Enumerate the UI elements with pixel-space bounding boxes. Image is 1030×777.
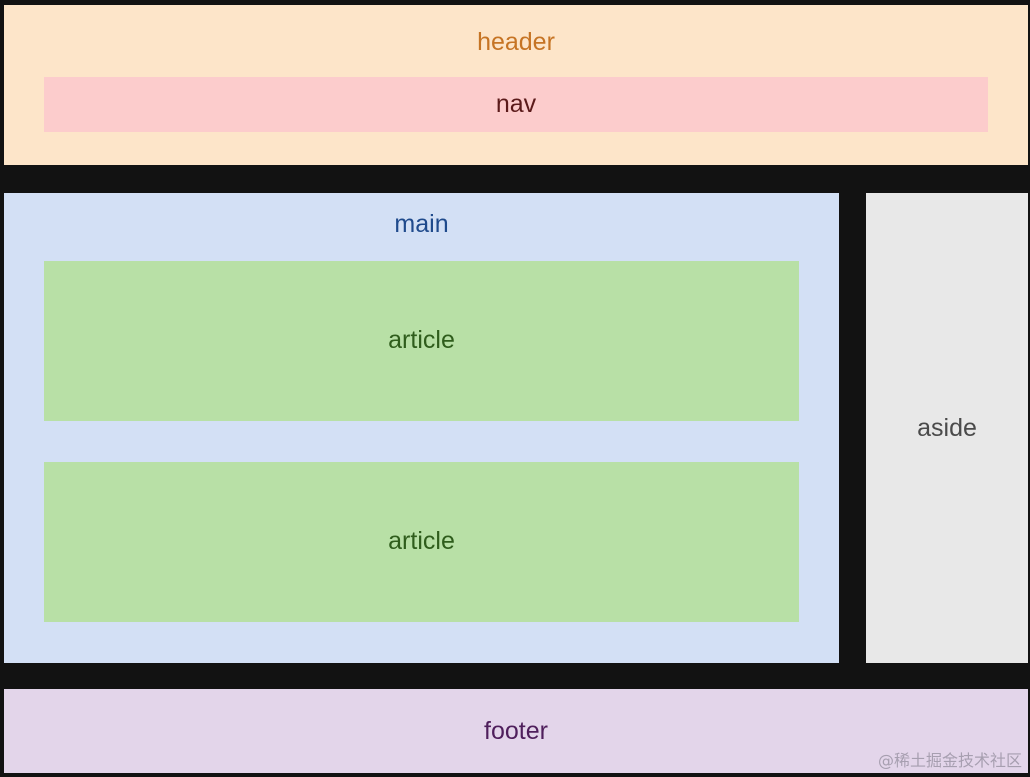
- aside-label: aside: [917, 414, 977, 442]
- article-label-1: article: [388, 326, 455, 354]
- nav-label: nav: [495, 90, 537, 118]
- header-label: header: [477, 28, 555, 56]
- article-label-2: article: [388, 527, 455, 555]
- aside-region: aside: [866, 193, 1028, 663]
- footer-region: footer: [4, 689, 1028, 773]
- article-region-1: article: [44, 261, 799, 421]
- nav-region: nav: [44, 77, 988, 132]
- article-region-2: article: [44, 462, 799, 622]
- main-label: main: [394, 210, 449, 238]
- footer-label: footer: [484, 717, 548, 745]
- watermark: @稀土掘金技术社区: [877, 751, 1022, 770]
